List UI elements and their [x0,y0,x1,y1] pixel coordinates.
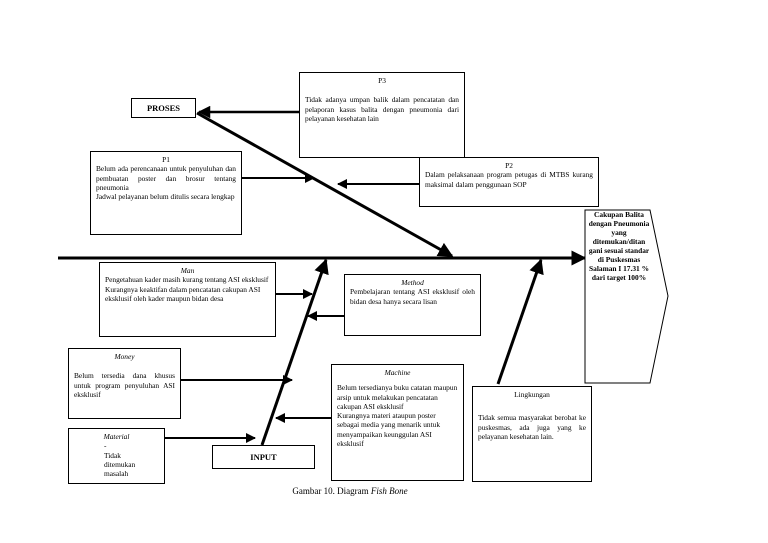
proses-label: PROSES [131,98,196,118]
p2-text: Dalam pelaksanaan program petugas di MTB… [425,170,593,189]
p3-title: P3 [378,76,386,85]
money-text: Belum tersedia dana khusus untuk program… [74,371,175,399]
lingkungan-box: Lingkungan Tidak semua masyarakat beroba… [472,386,592,482]
p2-title: P2 [505,161,513,170]
p2-box: P2 Dalam pelaksanaan program petugas di … [419,157,599,207]
proses-bone [196,111,454,258]
method-text: Pembelajaran tentang ASI eksklusif oleh … [350,287,475,306]
caption-italic: Fish Bone [370,486,408,496]
input-label: INPUT [212,445,315,469]
material-box: Material - Tidak ditemukan masalah [68,428,165,484]
money-title: Money [114,352,135,361]
man-title: Man [180,266,195,275]
input-bone [260,258,329,446]
method-title: Method [401,278,424,287]
p1-title: P1 [162,155,170,164]
material-text: Tidak ditemukan masalah [104,450,136,479]
method-box: Method Pembelajaran tentang ASI eksklusi… [344,274,481,336]
p1-line1: Belum ada perencanaan untuk penyuluhan d… [96,164,236,192]
p1-box: P1 Belum ada perencanaan untuk penyuluha… [90,151,242,235]
result-text: Cakupan Balita dengan Pneumonia yang dit… [588,210,650,283]
figure-caption: Gambar 10. Diagram Fish Bone [0,486,700,496]
result-shape [584,209,669,384]
man-line2: Kurangnya keaktifan dalam pencatatan cak… [105,284,261,303]
lingkungan-text: Tidak semua masyarakat berobat ke puskes… [478,413,586,441]
caption-prefix: Gambar 10. Diagram [292,486,371,496]
material-title: Material [103,432,130,441]
lingkungan-title: Lingkungan [514,390,550,399]
man-box: Man Pengetahuan kader masih kurang tenta… [99,262,276,337]
money-box: Money Belum tersedia dana khusus untuk p… [68,348,181,419]
machine-line2: Kurangnya materi ataupun poster sebagai … [337,411,441,448]
machine-box: Machine Belum tersedianya buku catatan m… [331,364,464,481]
material-dash: - [104,441,107,451]
lingkungan-bone [496,258,544,385]
man-line1: Pengetahuan kader masih kurang tentang A… [105,275,269,285]
p3-text: Tidak adanya umpan balik dalam pencatata… [305,95,459,123]
machine-title: Machine [384,368,411,377]
machine-line1: Belum tersedianya buku catatan maupun ar… [337,383,458,411]
p1-line2: Jadwal pelayanan belum ditulis secara le… [96,192,235,201]
p3-box: P3 Tidak adanya umpan balik dalam pencat… [299,72,465,158]
